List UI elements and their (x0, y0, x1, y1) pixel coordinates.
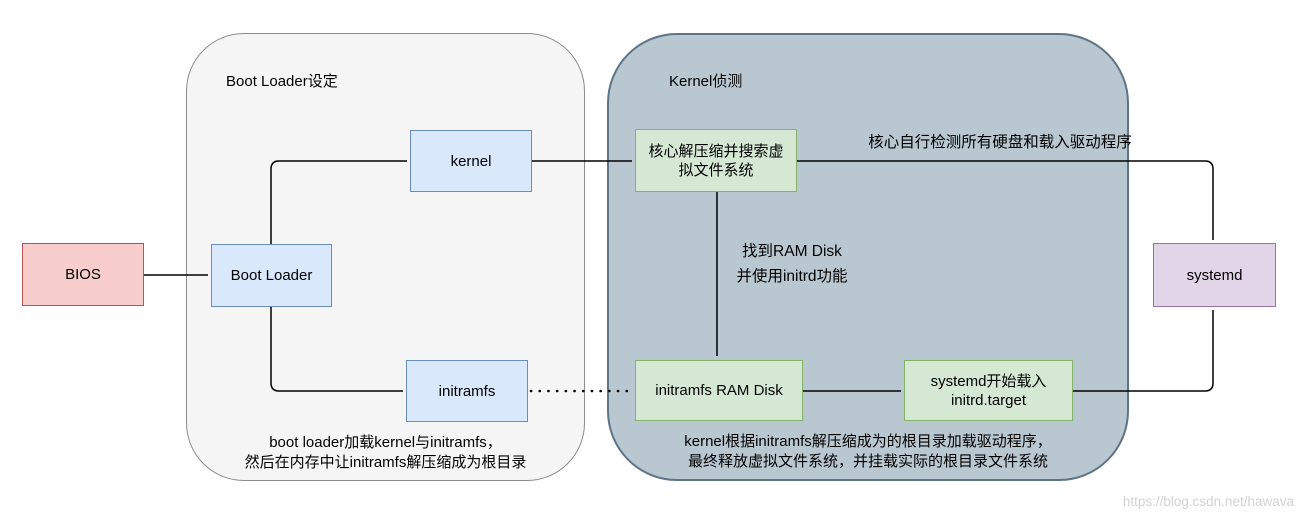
node-initramfs-ram-disk: initramfs RAM Disk (635, 360, 803, 421)
node-initramfs-ram-disk-label: initramfs RAM Disk (655, 382, 783, 399)
node-bios: BIOS (22, 243, 144, 306)
node-kernel-decompress: 核心解压缩并搜索虚 拟文件系统 (635, 129, 797, 192)
group-boot-loader-title: Boot Loader设定 (226, 73, 338, 90)
group-kernel-detect-title: Kernel侦测 (669, 73, 743, 90)
node-boot-loader: Boot Loader (211, 244, 332, 307)
node-systemd: systemd (1153, 243, 1276, 307)
node-kernel-decompress-label: 核心解压缩并搜索虚 拟文件系统 (648, 142, 784, 179)
note-ram-disk: 找到RAM Disk 并使用initrd功能 (736, 243, 848, 285)
node-initramfs-label: initramfs (438, 382, 496, 400)
node-systemd-target: systemd开始载入 initrd.target (904, 360, 1073, 421)
node-bios-label: BIOS (65, 266, 101, 283)
node-kernel: kernel (410, 130, 532, 192)
node-kernel-label: kernel (450, 152, 492, 170)
group-boot-loader-caption: boot loader加载kernel与initramfs， 然后在内存中让in… (244, 434, 527, 471)
node-systemd-label: systemd (1186, 266, 1243, 284)
node-initramfs: initramfs (406, 360, 528, 422)
note-detect: 核心自行检测所有硬盘和载入驱动程序 (868, 134, 1132, 151)
node-boot-loader-label: Boot Loader (230, 267, 313, 284)
node-systemd-target-label: systemd开始载入 initrd.target (930, 372, 1047, 409)
watermark-url: https://blog.csdn.net/hawava (1122, 494, 1294, 509)
group-kernel-detect-caption: kernel根据initramfs解压缩成为的根目录加载驱动程序， 最终释放虚拟… (684, 433, 1052, 470)
